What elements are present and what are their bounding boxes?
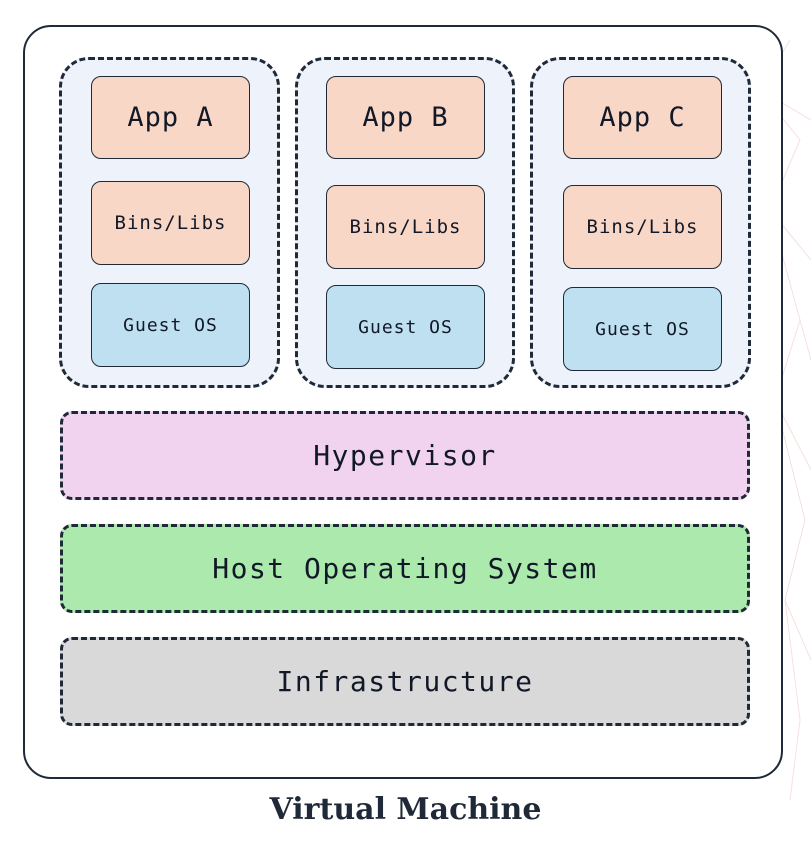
bins-libs-c-box: Bins/Libs (563, 185, 722, 269)
bins-libs-b-box: Bins/Libs (326, 185, 485, 269)
guest-os-c-box: Guest OS (563, 287, 722, 371)
host-os-layer: Host Operating System (60, 524, 750, 613)
hypervisor-layer: Hypervisor (60, 411, 750, 500)
app-c-box: App C (563, 76, 722, 159)
infrastructure-layer: Infrastructure (60, 637, 750, 726)
diagram-caption: Virtual Machine (269, 792, 542, 827)
guest-os-b-box: Guest OS (326, 285, 485, 369)
app-b-box: App B (326, 76, 485, 159)
app-a-box: App A (91, 76, 250, 159)
guest-os-a-box: Guest OS (91, 283, 250, 367)
bins-libs-a-box: Bins/Libs (91, 181, 250, 265)
